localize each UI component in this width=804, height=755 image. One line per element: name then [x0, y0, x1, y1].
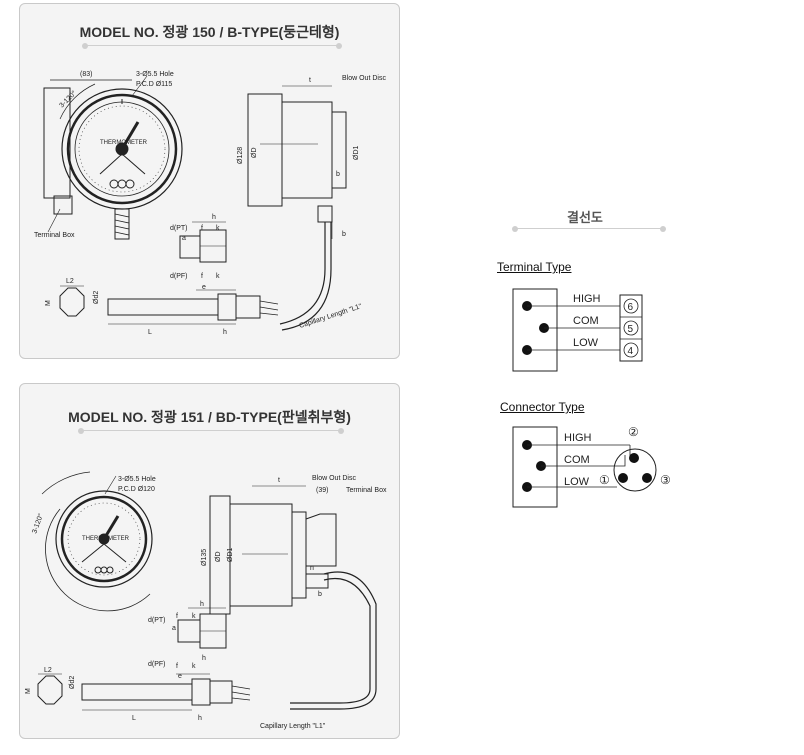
label-thermometer: THERMOMETER — [100, 140, 148, 146]
label-angle: 3-120° — [30, 512, 45, 534]
panel-title: MODEL NO. 정광 151 / BD-TYPE(판넬취부형) — [68, 409, 351, 425]
dim-dD: ØD — [215, 552, 222, 563]
wiring-title: 결선도 — [567, 210, 603, 225]
dim-a1: a — [172, 625, 176, 632]
dim-d2: Ød2 — [69, 676, 76, 689]
label-pcd: P.C.D Ø115 — [136, 81, 172, 88]
dim-h1: h — [212, 214, 216, 221]
dim-n: n — [310, 565, 314, 572]
terminal-type-diagram: HIGH COM LOW 6 5 4 — [512, 288, 643, 372]
fitting-pt — [177, 607, 227, 649]
label-dpt: d(PT) — [170, 225, 188, 232]
dim-e2: e — [202, 284, 206, 291]
dim-k1: k — [216, 225, 220, 232]
title-underline-dot-right — [338, 428, 344, 434]
dim-h3: h — [223, 329, 227, 336]
fitting-pf — [37, 673, 251, 711]
terminal-num-4: 4 — [628, 346, 634, 357]
connector-low-label: LOW — [564, 476, 590, 488]
dim-h2: h — [202, 655, 206, 662]
title-underline-dot-right — [336, 43, 342, 49]
connector-pin-2: ② — [628, 425, 639, 439]
dim-M: M — [45, 300, 52, 306]
dim-f2: f — [201, 273, 203, 280]
title-underline — [86, 45, 338, 46]
connector-type-diagram: HIGH COM LOW ② ① ③ — [512, 425, 671, 508]
label-capillary: Capillary Length "L1" — [260, 723, 326, 730]
label-hole: 3-Ø5.5 Hole — [136, 71, 174, 78]
dim-k2: k — [216, 273, 220, 280]
label-dpf: d(PF) — [148, 661, 166, 668]
dim-b1: b — [336, 171, 340, 178]
label-dpf: d(PF) — [170, 273, 188, 280]
title-underline-dot-left — [82, 43, 88, 49]
dim-dD1: ØD1 — [353, 146, 360, 161]
label-angle: 3-120° — [58, 89, 78, 109]
b-type-drawing: (83) 3-Ø5.5 Hole P.C.D Ø115 3-120° THERM… — [34, 71, 386, 336]
gauge-front-view — [41, 471, 153, 612]
dim-a1: a — [182, 235, 186, 242]
dim-L: L — [132, 715, 136, 722]
terminal-low-label: LOW — [573, 337, 599, 349]
dim-b2: b — [342, 231, 346, 238]
terminal-num-5: 5 — [628, 324, 634, 335]
gauge-side-view — [209, 485, 377, 710]
dim-t: t — [278, 477, 280, 484]
dim-f1: f — [176, 613, 178, 620]
dim-h3: h — [198, 715, 202, 722]
dim-M: M — [25, 688, 32, 694]
terminal-high-label: HIGH — [573, 293, 601, 305]
dim-h1: h — [200, 601, 204, 608]
dim-f1: f — [201, 225, 203, 232]
connector-pin-3: ③ — [660, 473, 671, 487]
dim-L: L — [148, 329, 152, 336]
wiring-underline-dot-left — [512, 226, 518, 232]
label-terminal-box: Terminal Box — [34, 232, 75, 239]
label-hole: 3-Ø5.5 Hole — [118, 476, 156, 483]
dim-b: b — [318, 591, 322, 598]
dim-L2: L2 — [66, 278, 74, 285]
terminal-com-label: COM — [573, 315, 599, 327]
bd-type-drawing: 3-Ø5.5 Hole P.C.D Ø120 3-120° THERMOMETE… — [25, 471, 387, 730]
terminal-num-6: 6 — [628, 302, 634, 313]
terminal-type-title: Terminal Type — [497, 260, 572, 274]
connector-com-label: COM — [564, 454, 590, 466]
label-capillary: Capillary Length "L1" — [298, 303, 363, 330]
dim-d128: Ø128 — [237, 147, 244, 164]
dim-e2: e — [178, 673, 182, 680]
gauge-side-view — [247, 85, 347, 331]
title-underline — [82, 430, 340, 431]
dim-t: t — [309, 77, 311, 84]
dim-L2: L2 — [44, 667, 52, 674]
dim-d2: Ød2 — [93, 291, 100, 304]
fitting-pt — [179, 221, 227, 263]
label-terminal-box: Terminal Box — [346, 487, 387, 494]
wiring-underline-dot-right — [660, 226, 666, 232]
label-pcd: P.C.D Ø120 — [118, 486, 155, 493]
connector-pin-1: ① — [599, 473, 610, 487]
label-thermometer: THERMOMETER — [82, 536, 130, 542]
drawing-panel-bd-type: MODEL NO. 정광 151 / BD-TYPE(판넬취부형) 3-Ø5.5… — [19, 383, 400, 739]
dim-39: (39) — [316, 487, 328, 494]
dim-k2: k — [192, 663, 196, 670]
dim-d135: Ø135 — [201, 549, 208, 566]
panel-title: MODEL NO. 정광 150 / B-TYPE(둥근테형) — [79, 24, 340, 40]
label-blow-out: Blow Out Disc — [342, 75, 386, 82]
title-underline-dot-left — [78, 428, 84, 434]
dim-k1: k — [192, 613, 196, 620]
wiring-underline — [516, 228, 662, 229]
gauge-front-view — [43, 75, 183, 240]
connector-high-label: HIGH — [564, 432, 592, 444]
drawing-panel-b-type: MODEL NO. 정광 150 / B-TYPE(둥근테형) (83) 3-Ø… — [19, 3, 400, 359]
dim-dD: ØD — [251, 148, 258, 159]
label-dpt: d(PT) — [148, 617, 166, 624]
label-blow-out: Blow Out Disc — [312, 475, 356, 482]
connector-type-title: Connector Type — [500, 400, 585, 414]
dim-dD1: ØD1 — [227, 548, 234, 563]
dim-f2: f — [176, 663, 178, 670]
dim-83: (83) — [80, 71, 92, 78]
fitting-pf — [59, 285, 279, 325]
